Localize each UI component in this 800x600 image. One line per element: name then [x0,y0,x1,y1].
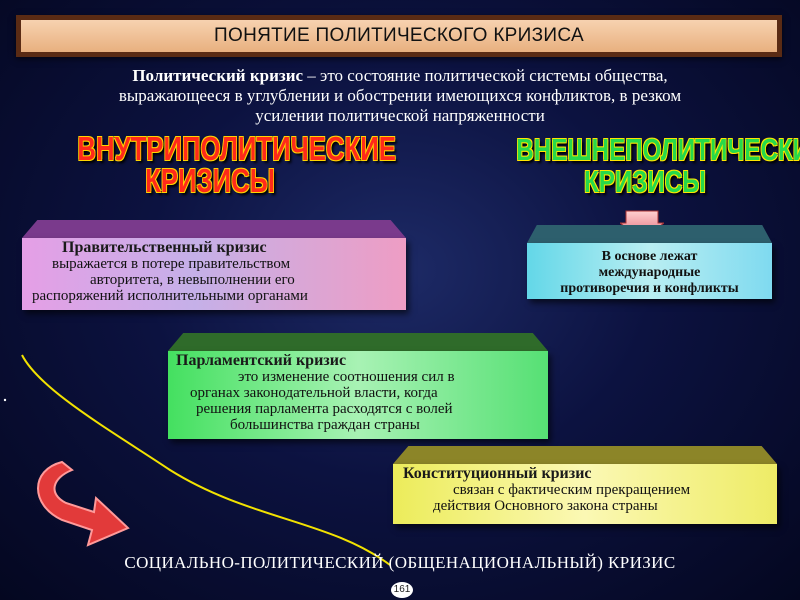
definition-line-1-rest: – это состояние политической системы общ… [303,66,668,85]
parliament-crisis-line-2: органах законодательной власти, когда [190,385,438,401]
external-crises-heading: ВНЕШНЕПОЛИТИЧЕСКИЕ КРИЗИСЫ [516,132,800,199]
international-line-3: противоречия и конфликты [560,281,739,296]
external-heading-line-1: ВНЕШНЕПОЛИТИЧЕСКИЕ [516,132,800,167]
government-crisis-line-2: авторитета, в невыполнении его [90,272,295,288]
constitutional-crisis-title: Конституционный кризис [403,465,592,482]
constitutional-crisis-line-1: связан с фактическим прекращением [453,482,691,498]
government-crisis-line-3: распоряжений исполнительными органами [32,288,308,304]
slide-title: ПОНЯТИЕ ПОЛИТИЧЕСКОГО КРИЗИСА [21,20,777,52]
parliament-box-top [168,333,548,351]
international-box-top [527,225,772,243]
definition-line-1: Политический кризис – это состояние поли… [40,66,760,86]
slide-number-badge: 161 [391,582,413,598]
parliament-box-front: Парламентский кризис это изменение соотн… [168,351,548,439]
definition-text: Политический кризис – это состояние поли… [40,66,760,126]
parliament-crisis-line-1: это изменение соотношения сил в [238,369,455,385]
parliament-crisis-line-3: решения парламента расходятся с волей [196,401,453,417]
curved-arrow-icon [37,460,130,547]
definition-line-3: усилении политической напряженности [255,106,545,125]
constitutional-box-front: Конституционный кризис связан с фактичес… [393,464,777,524]
internal-heading-line-2: КРИЗИСЫ [145,162,275,199]
constitutional-crisis-line-2: действия Основного закона страны [433,498,658,514]
definition-line-2: выражающееся в углублении и обострении и… [118,86,682,105]
connector-line [21,354,391,566]
government-crisis-title: Правительственный кризис [62,239,267,256]
government-box-top [22,220,406,238]
definition-term: Политический кризис [132,66,304,85]
government-box-front: Правительственный кризис выражается в по… [22,238,406,310]
international-box-front: В основе лежат международные противоречи… [527,243,772,299]
international-line-1: В основе лежат [601,249,698,264]
constitutional-box-top [393,446,777,464]
international-line-2: международные [598,265,701,280]
dot-mark [3,398,7,402]
parliament-crisis-line-4: большинства граждан страны [230,417,420,433]
external-heading-line-2: КРИЗИСЫ [584,164,706,199]
parliament-crisis-title: Парламентский кризис [176,352,347,369]
government-crisis-line-1: выражается в потере правительством [52,256,291,272]
bottom-label: СОЦИАЛЬНО-ПОЛИТИЧЕСКИЙ (ОБЩЕНАЦИОНАЛЬНЫЙ… [124,553,676,572]
